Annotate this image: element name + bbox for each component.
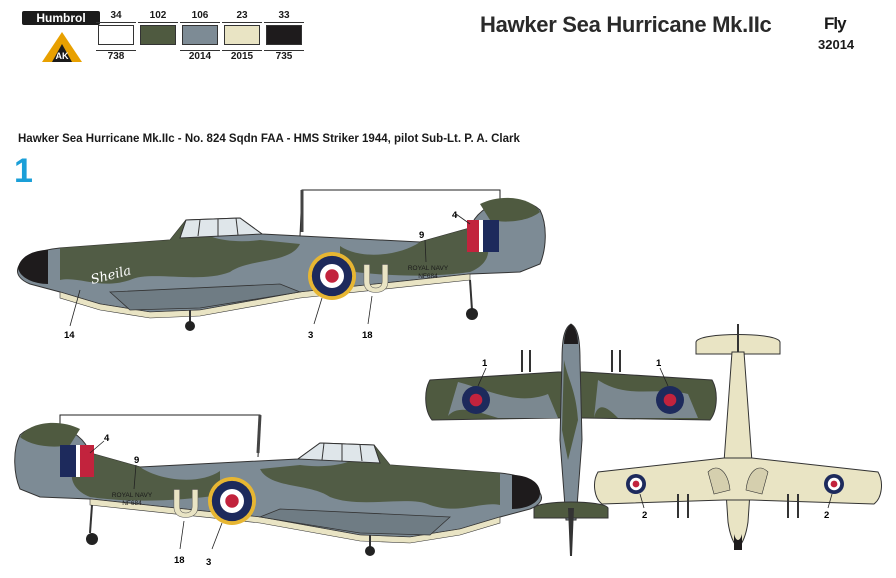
ak-code-738: 738 bbox=[96, 50, 136, 63]
kit-number: 32014 bbox=[818, 37, 855, 52]
callout-2-right: 2 bbox=[824, 510, 829, 521]
callout-18-bottom: 18 bbox=[174, 555, 185, 566]
ak-code-2015: 2015 bbox=[222, 50, 262, 63]
wing-root bbox=[258, 508, 451, 536]
callout-1-right: 1 bbox=[656, 358, 662, 369]
camo-green-rear bbox=[71, 453, 220, 501]
under-wing-roundel-right bbox=[824, 474, 844, 494]
camo-fin bbox=[20, 422, 80, 447]
humbrol-code-33: 33 bbox=[264, 10, 304, 23]
humbrol-code-102: 102 bbox=[138, 10, 178, 23]
fuselage-under bbox=[723, 351, 753, 549]
fuselage-roundel bbox=[208, 477, 256, 525]
callout-9-bottom: 9 bbox=[134, 455, 139, 466]
royal-navy-text: ROYAL NAVY bbox=[408, 265, 449, 272]
ak-logo-text: AK bbox=[56, 51, 69, 61]
serial-text: NF684 bbox=[418, 273, 438, 280]
wing-under bbox=[594, 457, 882, 505]
fly-logo: Fly bbox=[824, 14, 847, 33]
left-side-profile: U ROYAL NAVY NF684 Sheila 4 9 14 3 18 bbox=[17, 189, 546, 341]
canopy bbox=[296, 442, 381, 464]
camo-green-front bbox=[60, 220, 300, 284]
callout-9-top: 9 bbox=[419, 230, 424, 241]
callout-18-top: 18 bbox=[362, 330, 373, 341]
callout-2-left: 2 bbox=[642, 510, 647, 521]
fuselage-roundel bbox=[308, 252, 356, 300]
camo-green-rear bbox=[340, 228, 489, 276]
aerial-mast bbox=[256, 414, 262, 454]
swatch-sea-grey bbox=[182, 25, 218, 45]
serial-text: NF684 bbox=[122, 500, 142, 507]
callout-14-top: 14 bbox=[64, 330, 75, 341]
top-view: 1 1 bbox=[425, 323, 717, 556]
scheme-description: Hawker Sea Hurricane Mk.IIc - No. 824 Sq… bbox=[18, 133, 520, 145]
scheme-number: 1 bbox=[14, 152, 33, 190]
callout-3-top: 3 bbox=[308, 330, 313, 341]
under-wing-roundel-left bbox=[626, 474, 646, 494]
ak-code-2014: 2014 bbox=[180, 50, 220, 63]
fuselage-code-letter: U bbox=[172, 482, 201, 526]
humbrol-code-34: 34 bbox=[96, 10, 136, 23]
humbrol-label: Humbrol bbox=[22, 11, 100, 25]
fin-flash-red bbox=[80, 445, 94, 477]
fin-flash-blue bbox=[60, 445, 76, 477]
royal-navy-text: ROYAL NAVY bbox=[112, 492, 153, 499]
humbrol-code-106: 106 bbox=[180, 10, 220, 23]
bottom-view: 2 2 bbox=[594, 324, 882, 550]
spinner bbox=[18, 250, 48, 284]
underside-sky bbox=[89, 498, 501, 544]
humbrol-code-23: 23 bbox=[222, 10, 262, 23]
main-wheel bbox=[185, 321, 195, 331]
tail-wheel bbox=[466, 308, 478, 320]
swatch-sky bbox=[224, 25, 260, 45]
canopy bbox=[179, 217, 264, 239]
camo-green-front bbox=[260, 445, 500, 509]
paint-chart: Humbrol AK 34 102 106 23 33 738 2014 201… bbox=[14, 8, 306, 62]
page-title: Hawker Sea Hurricane Mk.IIc bbox=[480, 12, 772, 37]
top-wing-roundel-left bbox=[462, 386, 490, 414]
right-side-profile: U ROYAL NAVY NF684 4 9 18 3 bbox=[14, 414, 543, 568]
ak-interactive-logo: AK bbox=[42, 32, 82, 62]
fuselage-code-letter: U bbox=[362, 257, 391, 301]
spinner bbox=[512, 475, 540, 509]
fin-flash-red bbox=[467, 220, 479, 252]
fin-flash-blue bbox=[483, 220, 499, 252]
color-swatches bbox=[96, 25, 306, 47]
callout-4-top: 4 bbox=[452, 210, 458, 221]
main-wheel bbox=[365, 546, 375, 556]
tail-wheel bbox=[86, 533, 98, 545]
swatch-dark-green bbox=[140, 25, 176, 45]
callout-3-bottom: 3 bbox=[206, 557, 211, 568]
swatch-black bbox=[266, 25, 302, 45]
callout-1-left: 1 bbox=[482, 358, 488, 369]
callout-4-bottom: 4 bbox=[104, 433, 110, 444]
camo-fin bbox=[480, 197, 540, 222]
ak-code-735: 735 bbox=[264, 50, 304, 63]
swatch-white bbox=[98, 25, 134, 45]
wing-root bbox=[109, 283, 302, 311]
